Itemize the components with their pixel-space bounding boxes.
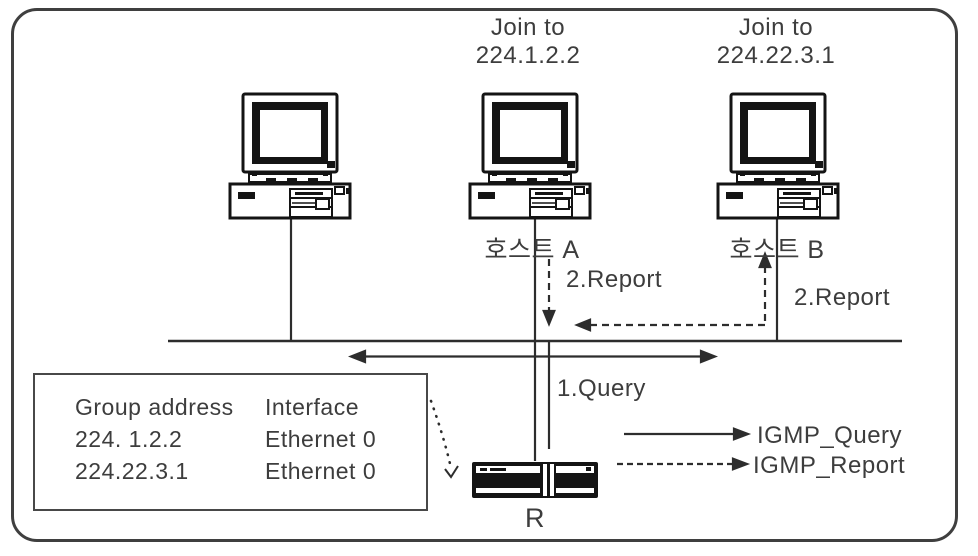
- desktop-computer-icon: [716, 92, 840, 220]
- report-arrow-host-b: [574, 251, 772, 332]
- diagram-border-frame: [11, 8, 958, 542]
- table-header-group-address: Group address: [75, 394, 234, 420]
- join-label-host-b-line1: Join to: [738, 14, 814, 41]
- report-arrow-host-a: [542, 259, 556, 327]
- legend-query-label: IGMP_Query: [757, 422, 903, 449]
- group-address-table: Group address Interface 224. 1.2.2 Ether…: [33, 373, 428, 511]
- host-b-label: 호스트 B: [729, 236, 825, 264]
- legend-report-label: IGMP_Report: [753, 452, 906, 479]
- join-label-host-a-line2: 224.1.2.2: [475, 42, 581, 69]
- table-row: 224.22.3.1 Ethernet 0: [75, 455, 426, 487]
- query-double-arrow: [347, 349, 719, 364]
- table-cell-interface: Ethernet 0: [265, 426, 377, 452]
- table-cell-interface: Ethernet 0: [265, 458, 377, 484]
- table-cell-group: 224. 1.2.2: [75, 426, 183, 452]
- report-label-host-b: 2.Report: [794, 284, 891, 311]
- legend-query-arrow: [624, 427, 752, 441]
- legend-report-arrow: [617, 457, 751, 471]
- join-label-host-a: Join to 224.1.2.2: [430, 14, 626, 70]
- table-cell-group: 224.22.3.1: [75, 458, 189, 484]
- join-label-host-a-line1: Join to: [490, 14, 566, 41]
- table-row: 224. 1.2.2 Ethernet 0: [75, 423, 426, 455]
- desktop-computer-icon: [468, 92, 592, 220]
- router-label: R: [525, 503, 545, 533]
- table-pointer-dotted-arrow: [429, 399, 459, 479]
- router-uplink-lines: [533, 341, 551, 461]
- table-header-row: Group address Interface: [75, 391, 426, 423]
- desktop-computer-icon: [228, 92, 352, 220]
- query-label: 1.Query: [557, 375, 646, 402]
- join-label-host-b-line2: 224.22.3.1: [716, 42, 836, 69]
- report-label-host-a: 2.Report: [566, 266, 663, 293]
- router-icon: [472, 462, 598, 498]
- table-header-interface: Interface: [265, 394, 359, 420]
- host-a-label: 호스트 A: [484, 236, 580, 264]
- join-label-host-b: Join to 224.22.3.1: [678, 14, 874, 70]
